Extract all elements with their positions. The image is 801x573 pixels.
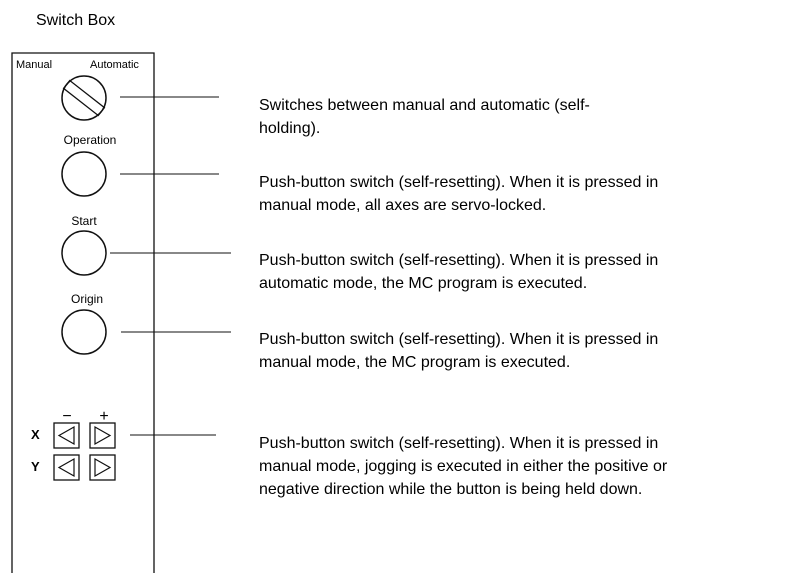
x-minus-jog-button[interactable] bbox=[53, 422, 80, 449]
plus-sign-label: + bbox=[99, 408, 108, 425]
mode-selector-switch[interactable] bbox=[61, 75, 107, 121]
right-triangle-icon bbox=[94, 457, 112, 478]
x-plus-jog-button[interactable] bbox=[89, 422, 116, 449]
description-start: Push-button switch (self-resetting). Whe… bbox=[259, 252, 663, 292]
operation-label: Operation bbox=[64, 133, 117, 147]
description-jog: Push-button switch (self-resetting). Whe… bbox=[259, 435, 672, 498]
start-button[interactable] bbox=[61, 230, 107, 276]
y-minus-jog-button[interactable] bbox=[53, 454, 80, 481]
mode-selector-knob bbox=[62, 79, 106, 117]
x-axis-label: X bbox=[31, 427, 40, 442]
automatic-label: Automatic bbox=[90, 59, 139, 71]
right-triangle-icon bbox=[94, 425, 112, 446]
y-plus-jog-button[interactable] bbox=[89, 454, 116, 481]
origin-button[interactable] bbox=[61, 309, 107, 355]
description-mode-selector: Switches between manual and automatic (s… bbox=[259, 97, 594, 137]
description-operation: Push-button switch (self-resetting). Whe… bbox=[259, 174, 663, 214]
origin-label: Origin bbox=[71, 292, 103, 306]
operation-button[interactable] bbox=[61, 151, 107, 197]
manual-label: Manual bbox=[16, 59, 52, 71]
mode-selector-dial[interactable] bbox=[61, 75, 107, 121]
minus-sign-label: − bbox=[62, 408, 71, 425]
left-triangle-icon bbox=[57, 457, 75, 478]
start-label: Start bbox=[71, 214, 97, 228]
diagram-title: Switch Box bbox=[36, 12, 115, 29]
y-axis-label: Y bbox=[31, 459, 40, 474]
left-triangle-icon bbox=[57, 425, 75, 446]
description-origin: Push-button switch (self-resetting). Whe… bbox=[259, 331, 663, 371]
switch-box-outline bbox=[11, 52, 155, 573]
